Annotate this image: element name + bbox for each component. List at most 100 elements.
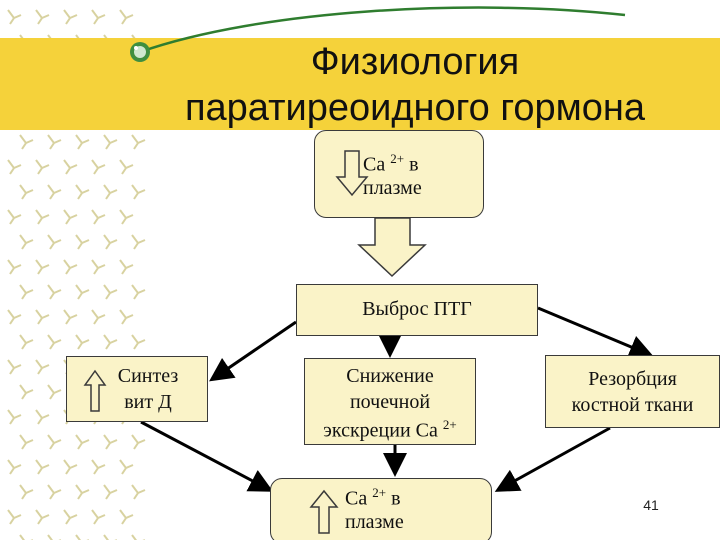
synthesis-line1: Синтез — [117, 365, 179, 387]
arrow-synthesis-to-bottom — [140, 420, 274, 492]
green-swoosh — [139, 6, 626, 54]
pattern-squiggle — [63, 309, 78, 325]
top-ca-suffix: в — [404, 153, 419, 176]
pattern-squiggle — [47, 334, 62, 350]
pattern-squiggle — [7, 209, 22, 225]
box-pth-release: Выброс ПТГ — [296, 284, 538, 336]
pattern-squiggle — [19, 234, 34, 250]
pattern-squiggle — [75, 284, 90, 300]
pattern-squiggle — [7, 359, 22, 375]
bottom-plasma-text: плазме — [345, 511, 404, 533]
pattern-squiggle — [7, 459, 22, 475]
pattern-squiggle — [35, 509, 50, 525]
pattern-squiggle — [119, 259, 134, 275]
pattern-squiggle — [47, 234, 62, 250]
pattern-squiggle — [91, 509, 106, 525]
pattern-squiggle — [119, 9, 134, 25]
pattern-squiggle — [103, 134, 118, 150]
pattern-squiggle — [7, 9, 22, 25]
pattern-squiggle — [7, 409, 22, 425]
pattern-squiggle — [35, 209, 50, 225]
pattern-squiggle — [35, 359, 50, 375]
pattern-squiggle — [131, 434, 146, 450]
bottom-ca-sup: 2+ — [372, 485, 387, 500]
top-plasma-text: плазме — [363, 177, 422, 199]
pattern-squiggle — [63, 509, 78, 525]
pattern-squiggle — [47, 434, 62, 450]
pattern-squiggle — [75, 234, 90, 250]
pattern-squiggle — [47, 284, 62, 300]
decrease-sup: 2+ — [442, 417, 457, 432]
pattern-squiggle — [119, 209, 134, 225]
pattern-squiggle — [75, 534, 89, 540]
pattern-squiggle — [103, 334, 118, 350]
arrow-release-to-synthesis — [209, 320, 297, 382]
up-arrow-icon — [309, 489, 339, 534]
bottom-ca-text: Ca — [345, 487, 368, 510]
pth-release-text: Выброс ПТГ — [362, 298, 472, 320]
title-band — [0, 38, 720, 130]
pattern-squiggle — [19, 184, 34, 200]
decrease-line3: экскреции Ca — [323, 419, 438, 442]
arrow-release-to-resorption — [537, 306, 654, 359]
pattern-squiggle — [63, 209, 78, 225]
box-top-calcium: Ca 2+ в плазме — [314, 130, 484, 218]
box-bottom-calcium: Ca 2+ в плазме — [270, 478, 492, 540]
top-ca-text: Ca — [363, 153, 386, 176]
pattern-squiggle — [131, 234, 146, 250]
pattern-squiggle — [91, 209, 106, 225]
pattern-squiggle — [103, 534, 117, 540]
pattern-squiggle — [7, 159, 22, 175]
pattern-squiggle — [131, 484, 146, 500]
pattern-squiggle — [47, 484, 62, 500]
slide-title-line1: Физиология — [310, 41, 520, 83]
arrow-resorption-to-bottom — [494, 426, 611, 492]
pattern-squiggle — [63, 159, 78, 175]
pattern-squiggle — [47, 534, 61, 540]
pattern-squiggle — [119, 309, 134, 325]
pattern-squiggle — [131, 134, 146, 150]
slide-title-line2: паратиреоидного гормона — [184, 87, 646, 129]
pattern-squiggle — [19, 334, 34, 350]
pattern-squiggle — [19, 534, 33, 540]
pattern-squiggle — [91, 459, 106, 475]
pattern-squiggle — [91, 9, 106, 25]
top-ca-sup: 2+ — [390, 151, 405, 166]
up-arrow-icon — [83, 369, 107, 412]
pattern-squiggle — [63, 259, 78, 275]
big-down-arrow — [357, 217, 427, 278]
pattern-squiggle — [35, 259, 50, 275]
pattern-squiggle — [103, 284, 118, 300]
pattern-squiggle — [35, 459, 50, 475]
pattern-squiggle — [19, 134, 34, 150]
pattern-squiggle — [35, 159, 50, 175]
pattern-squiggle — [91, 159, 106, 175]
pattern-squiggle — [7, 509, 22, 525]
box-vitamin-d-synthesis: Синтез вит Д — [66, 356, 208, 422]
pattern-squiggle — [7, 259, 22, 275]
pattern-squiggle — [19, 434, 34, 450]
pattern-squiggle — [19, 384, 34, 400]
decrease-line2: почечной — [349, 391, 431, 413]
pattern-squiggle — [103, 484, 118, 500]
pattern-squiggle — [131, 184, 146, 200]
pattern-squiggle — [75, 484, 90, 500]
pattern-squiggle — [47, 384, 62, 400]
pattern-squiggle — [119, 509, 134, 525]
pattern-squiggle — [119, 459, 134, 475]
pattern-squiggle — [119, 159, 134, 175]
pattern-squiggle — [63, 9, 78, 25]
resorption-line2: костной ткани — [571, 394, 694, 416]
pattern-squiggle — [19, 484, 34, 500]
pattern-squiggle — [63, 459, 78, 475]
slide-number: 41 — [643, 497, 659, 513]
pattern-squiggle — [103, 434, 118, 450]
pattern-squiggle — [131, 534, 145, 540]
pattern-squiggle — [91, 309, 106, 325]
synthesis-line2: вит Д — [124, 391, 172, 413]
box-bone-resorption: Резорбция костной ткани — [545, 355, 720, 428]
pattern-squiggle — [75, 134, 90, 150]
pattern-squiggle — [47, 184, 62, 200]
pattern-squiggle — [131, 334, 146, 350]
